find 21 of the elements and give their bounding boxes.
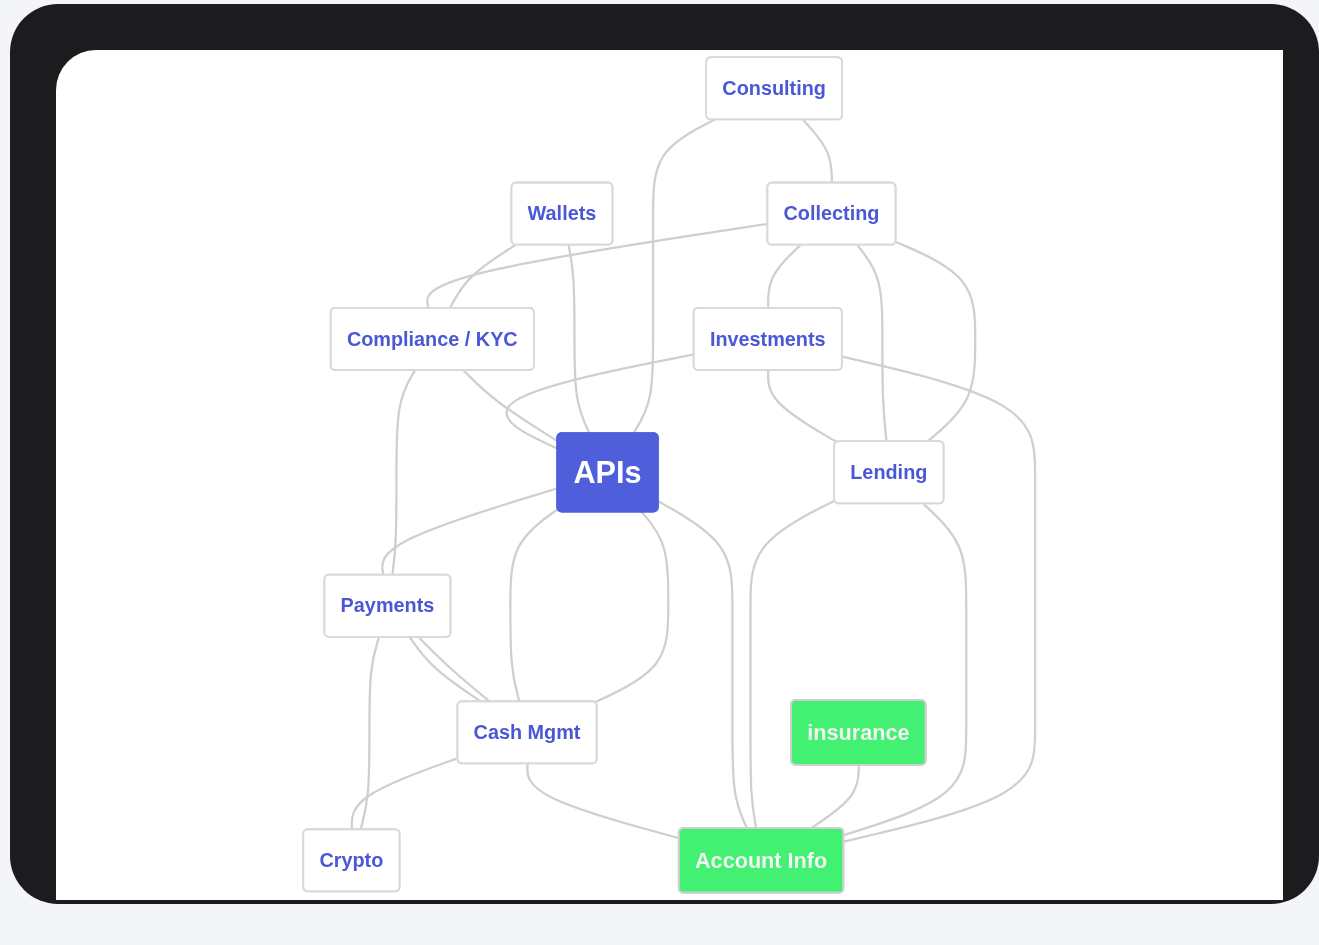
connector [418,636,491,703]
connector [843,503,968,837]
connector [767,244,802,309]
connector [767,370,838,444]
connector [632,118,716,435]
connector [567,244,592,434]
connector [802,119,834,183]
connector [350,757,459,830]
connector [359,636,381,830]
connector [895,240,977,443]
connector [856,244,888,442]
connector [391,369,417,576]
connector [409,636,483,703]
connector [842,355,1037,843]
connector [658,500,749,829]
connector [449,244,517,309]
connector [526,763,680,840]
connector [509,508,559,702]
connector [749,499,836,829]
connector [594,511,670,704]
connector [506,353,695,450]
